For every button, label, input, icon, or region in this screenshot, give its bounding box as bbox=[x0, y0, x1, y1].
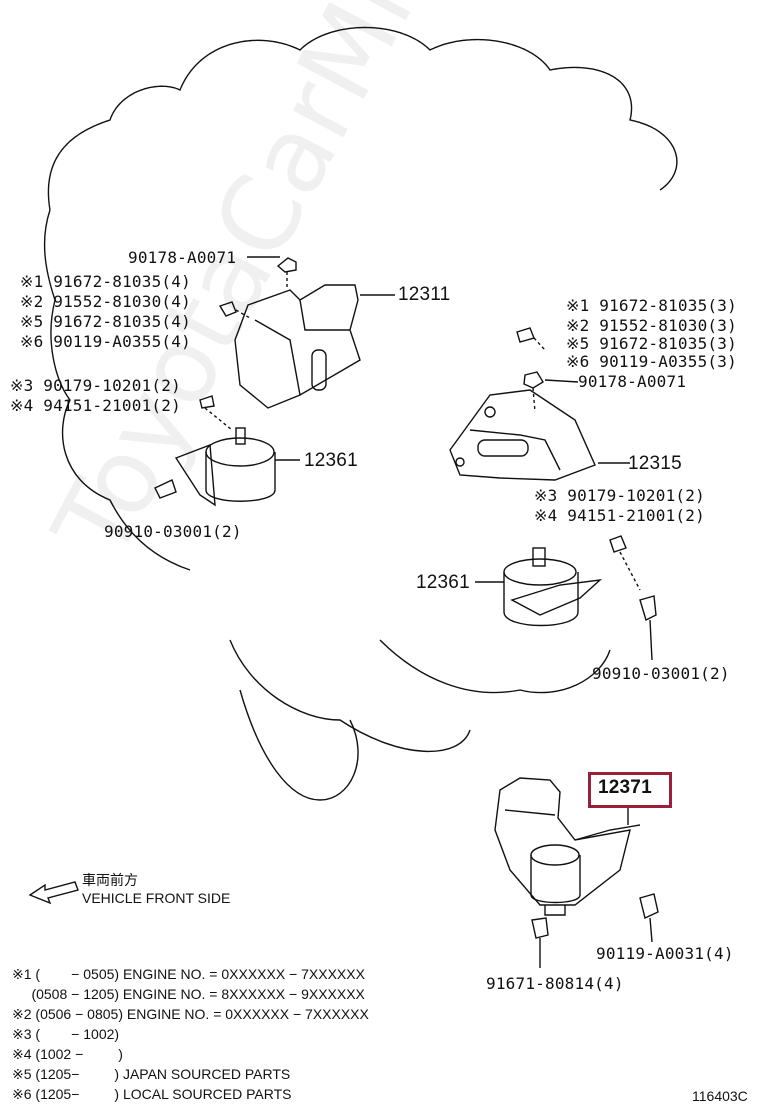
bracket-12311 bbox=[234, 284, 361, 409]
bolt-label-2-right[interactable]: ※2 91552-81030(3) bbox=[566, 316, 737, 335]
insulator-12371 bbox=[494, 777, 631, 906]
bracket-12311-label[interactable]: 12311 bbox=[398, 284, 451, 305]
insulator-12361-left-label[interactable]: 12361 bbox=[304, 450, 358, 471]
stud-label-right[interactable]: 90910-03001(2) bbox=[592, 664, 730, 683]
note-4: ※4 (1002 − ) bbox=[12, 1046, 123, 1062]
bolt-label-rear-a[interactable]: 90119-A0031(4) bbox=[596, 944, 734, 963]
insulator-12361-left bbox=[205, 437, 275, 467]
bolt-label-1-right[interactable]: ※1 91672-81035(3) bbox=[566, 296, 737, 315]
bolt-label-5-left[interactable]: ※5 91672-81035(4) bbox=[20, 312, 191, 331]
nut-label-3-right[interactable]: ※3 90179-10201(2) bbox=[534, 486, 705, 505]
bolt-label-6-left[interactable]: ※6 90119-A0355(4) bbox=[20, 332, 191, 351]
diagram-code: 116403C bbox=[692, 1088, 748, 1104]
bolt-label-1-left[interactable]: ※1 91672-81035(4) bbox=[20, 272, 191, 291]
bolt-label-5-right[interactable]: ※5 91672-81035(3) bbox=[566, 334, 737, 353]
front-side-label-en: VEHICLE FRONT SIDE bbox=[82, 890, 231, 906]
note-1b: (0508 − 1205) ENGINE NO. = 8XXXXXX − 9XX… bbox=[12, 986, 365, 1002]
nut-label-4-right[interactable]: ※4 94151-21001(2) bbox=[534, 506, 705, 525]
nut-label-3-left[interactable]: ※3 90179-10201(2) bbox=[10, 376, 181, 395]
bracket-12315 bbox=[449, 389, 596, 481]
stud-label-left[interactable]: 90910-03001(2) bbox=[104, 522, 242, 541]
nut-label-upper-left[interactable]: 90178-A0071 bbox=[128, 248, 237, 267]
insulator-12361-right-label[interactable]: 12361 bbox=[416, 572, 470, 593]
insulator-12361-right bbox=[503, 558, 577, 586]
note-2: ※2 (0506 − 0805) ENGINE NO. = 0XXXXXX − … bbox=[12, 1006, 369, 1022]
bracket-12315-label[interactable]: 12315 bbox=[628, 453, 682, 474]
bolt-label-rear-b[interactable]: 91671-80814(4) bbox=[486, 974, 624, 993]
front-side-label-jp: 車両前方 bbox=[82, 872, 138, 888]
insulator-12371-label[interactable]: 12371 bbox=[598, 777, 652, 798]
note-3: ※3 ( − 1002) bbox=[12, 1026, 120, 1042]
note-5: ※5 (1205− ) JAPAN SOURCED PARTS bbox=[12, 1066, 291, 1082]
nut-label-4-left[interactable]: ※4 94151-21001(2) bbox=[10, 396, 181, 415]
bolt-label-2-left[interactable]: ※2 91552-81030(4) bbox=[20, 292, 191, 311]
nut-label-upper-right[interactable]: 90178-A0071 bbox=[578, 372, 687, 391]
front-direction-arrow bbox=[28, 881, 79, 905]
note-6: ※6 (1205− ) LOCAL SOURCED PARTS bbox=[12, 1086, 292, 1102]
bolt-label-6-right[interactable]: ※6 90119-A0355(3) bbox=[566, 352, 737, 371]
note-1: ※1 ( − 0505) ENGINE NO. = 0XXXXXX − 7XXX… bbox=[12, 966, 365, 982]
highlight-box-12371 bbox=[588, 772, 672, 808]
engine-outline bbox=[47, 26, 678, 211]
